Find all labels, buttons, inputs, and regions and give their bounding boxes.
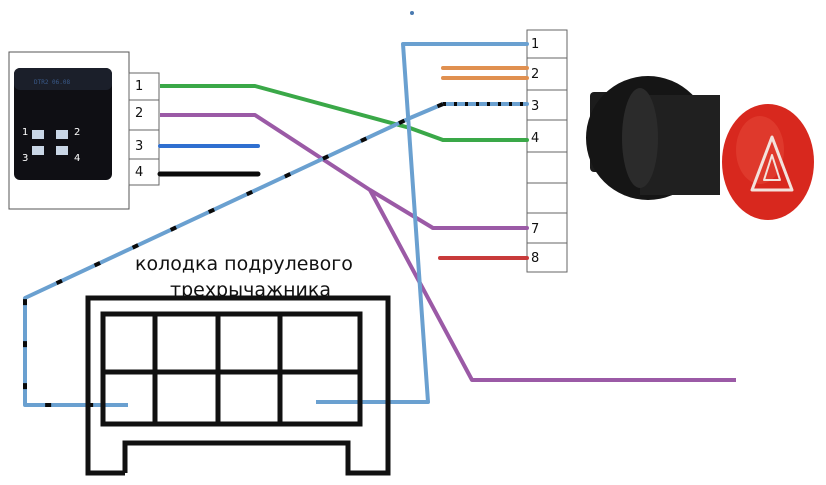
- left-pin-label: 2: [135, 106, 143, 121]
- relay-socket-4: [56, 146, 68, 155]
- relay-socket-3: [32, 146, 44, 155]
- wire-green-connection: [160, 84, 444, 142]
- right-pin-label: 7: [531, 222, 539, 237]
- right-pin-label: 2: [531, 67, 539, 82]
- relay-pin-label: 4: [74, 153, 80, 164]
- switch-rim: [622, 88, 658, 188]
- hazard-switch-photo: [586, 76, 814, 220]
- left-pin-label: 1: [135, 79, 143, 94]
- stray-dot: [410, 11, 414, 15]
- relay-top: [14, 68, 112, 90]
- wire-purple-connection: [160, 113, 435, 230]
- relay-pin-label: 3: [22, 153, 28, 164]
- right-connector: [526, 29, 568, 273]
- relay-pin-label: 1: [22, 127, 28, 138]
- wire-purple-branch: [368, 189, 736, 382]
- column-switch-connector: [85, 295, 391, 476]
- relay-socket-2: [56, 130, 68, 139]
- right-pin-label: 8: [531, 251, 539, 266]
- left-pin-label: 3: [135, 139, 143, 154]
- right-pin-label: 1: [531, 37, 539, 52]
- relay-marking: DTR2 06.08: [34, 79, 71, 86]
- caption-line-2: трехрычажника: [170, 279, 331, 301]
- left-pin-label: 4: [135, 165, 143, 180]
- hazard-triangle-icon: [750, 135, 794, 192]
- right-pin-label: 4: [531, 131, 539, 146]
- right-pin-label: 3: [531, 99, 539, 114]
- button-highlight: [736, 116, 784, 184]
- caption-line-1: колодка подрулевого: [135, 253, 353, 275]
- left-connector: [128, 72, 160, 186]
- wire-light-blue-connection: [316, 42, 443, 404]
- relay-module: DTR2 06.08 1 2 3 4: [8, 51, 130, 210]
- relay-pin-label: 2: [74, 127, 80, 138]
- wire-blue-black-connection: [23, 102, 444, 407]
- relay-socket-1: [32, 130, 44, 139]
